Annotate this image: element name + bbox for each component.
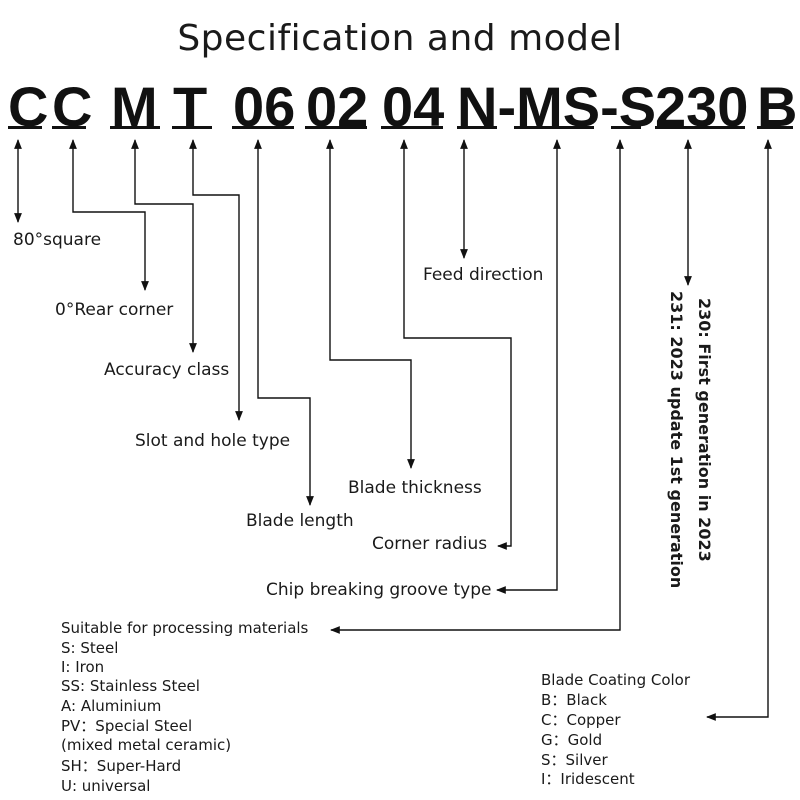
underline-thickness <box>305 126 367 129</box>
label-feed-direction: Feed direction <box>423 265 544 285</box>
materials-item: A: Aluminium <box>61 697 162 715</box>
underline-slot <box>172 126 212 129</box>
underline-accuracy <box>110 126 160 129</box>
connector-slot <box>189 139 243 421</box>
label-generation-231: 231: 2023 update 1st generation <box>667 291 686 589</box>
coating-item: I：Iridescent <box>541 770 635 788</box>
underline-radius <box>381 126 443 129</box>
label-blade-length: Blade length <box>246 511 354 531</box>
coating-item: S：Silver <box>541 751 608 769</box>
label-generation-230: 230: First generation in 2023 <box>695 298 714 562</box>
connector-rear-corner <box>69 139 149 291</box>
underline-coating <box>757 126 793 129</box>
underline-groove <box>514 126 594 129</box>
label-corner-radius: Corner radius <box>372 534 488 554</box>
materials-item: PV：Special Steel <box>61 717 193 735</box>
connector-material <box>330 139 624 634</box>
underline-rear-corner <box>52 126 86 129</box>
coating-item: C：Copper <box>541 711 621 729</box>
label-shape: 80°square <box>13 230 102 250</box>
label-accuracy-class: Accuracy class <box>104 360 230 380</box>
connector-chip-groove <box>496 139 561 594</box>
underline-shape <box>8 126 42 129</box>
coating-item: B：Black <box>541 691 607 709</box>
label-chip-groove: Chip breaking groove type <box>266 580 492 600</box>
label-rear-corner: 0°Rear corner <box>55 300 174 320</box>
coating-item: G：Gold <box>541 731 603 749</box>
materials-item: (mixed metal ceramic) <box>61 736 232 754</box>
connector-blade-length <box>254 139 314 506</box>
underline-generation <box>655 126 745 129</box>
materials-item: SS: Stainless Steel <box>61 677 200 695</box>
materials-item: SH：Super-Hard <box>61 757 182 775</box>
materials-item: U: universal <box>61 777 151 795</box>
connector-coating <box>706 139 772 721</box>
label-blade-thickness: Blade thickness <box>348 478 482 498</box>
coating-heading: Blade Coating Color <box>541 671 691 689</box>
materials-item: I: Iron <box>61 658 105 676</box>
materials-item: S: Steel <box>61 639 119 657</box>
underline-length <box>232 126 294 129</box>
underline-feed <box>457 126 497 129</box>
connector-blade-thickness <box>326 139 415 469</box>
materials-heading: Suitable for processing materials <box>61 619 309 637</box>
diagram-title: Specification and model <box>177 18 623 59</box>
underline-material <box>611 126 641 129</box>
connector-accuracy <box>131 139 197 353</box>
label-slot-hole-type: Slot and hole type <box>135 431 291 451</box>
